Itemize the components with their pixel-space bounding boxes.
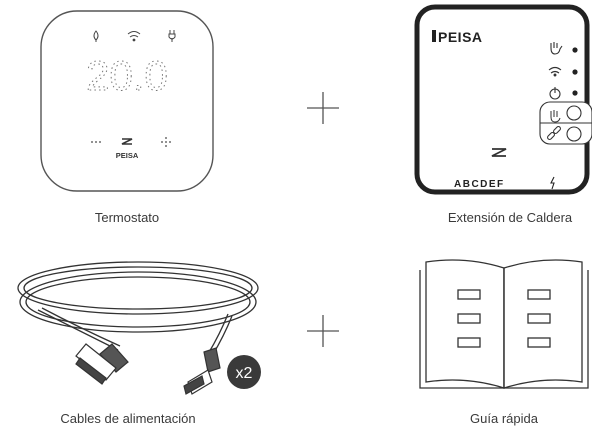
thermostat-brand: PEISA (116, 151, 139, 160)
hand-button-icon (550, 110, 561, 123)
quantity-badge-text: x2 (236, 365, 253, 382)
flame-icon (93, 30, 99, 42)
wifi-icon (548, 66, 562, 74)
boiler-extension-illustration: PEISA ABCDEF (414, 4, 593, 195)
plus-dots-icon (161, 137, 171, 147)
book-illustration (419, 259, 589, 389)
plus-icon (305, 90, 341, 126)
cables-item: x2 (8, 240, 268, 400)
boiler-extension-caption: Extensión de Caldera (447, 210, 573, 225)
thermostat-item: 20.0 PEISA (38, 8, 216, 194)
bolt-icon (550, 176, 555, 190)
z-logo-icon (491, 148, 507, 157)
boiler-code: ABCDEF (454, 179, 505, 190)
boiler-extension-item: PEISA ABCDEF (414, 4, 593, 198)
pair-button (566, 126, 582, 142)
link-icon (547, 126, 561, 140)
quick-guide-item (416, 252, 592, 400)
quantity-badge (227, 355, 261, 389)
minus-icon (91, 141, 101, 143)
temperature-display: 20.0 (86, 52, 168, 99)
thermostat-caption: Termostato (94, 210, 160, 225)
cables-illustration: x2 (17, 261, 261, 395)
plug-icon (168, 30, 176, 42)
thermostat-illustration: 20.0 PEISA (40, 10, 214, 192)
hand-icon (550, 42, 563, 55)
manual-button (566, 105, 582, 121)
quick-guide-caption: Guía rápida (470, 411, 538, 426)
cables-caption: Cables de alimentación (60, 411, 196, 426)
z-logo-icon (121, 138, 133, 145)
boiler-brand: PEISA (438, 29, 483, 45)
plus-icon (305, 313, 341, 349)
wifi-icon (127, 31, 141, 42)
